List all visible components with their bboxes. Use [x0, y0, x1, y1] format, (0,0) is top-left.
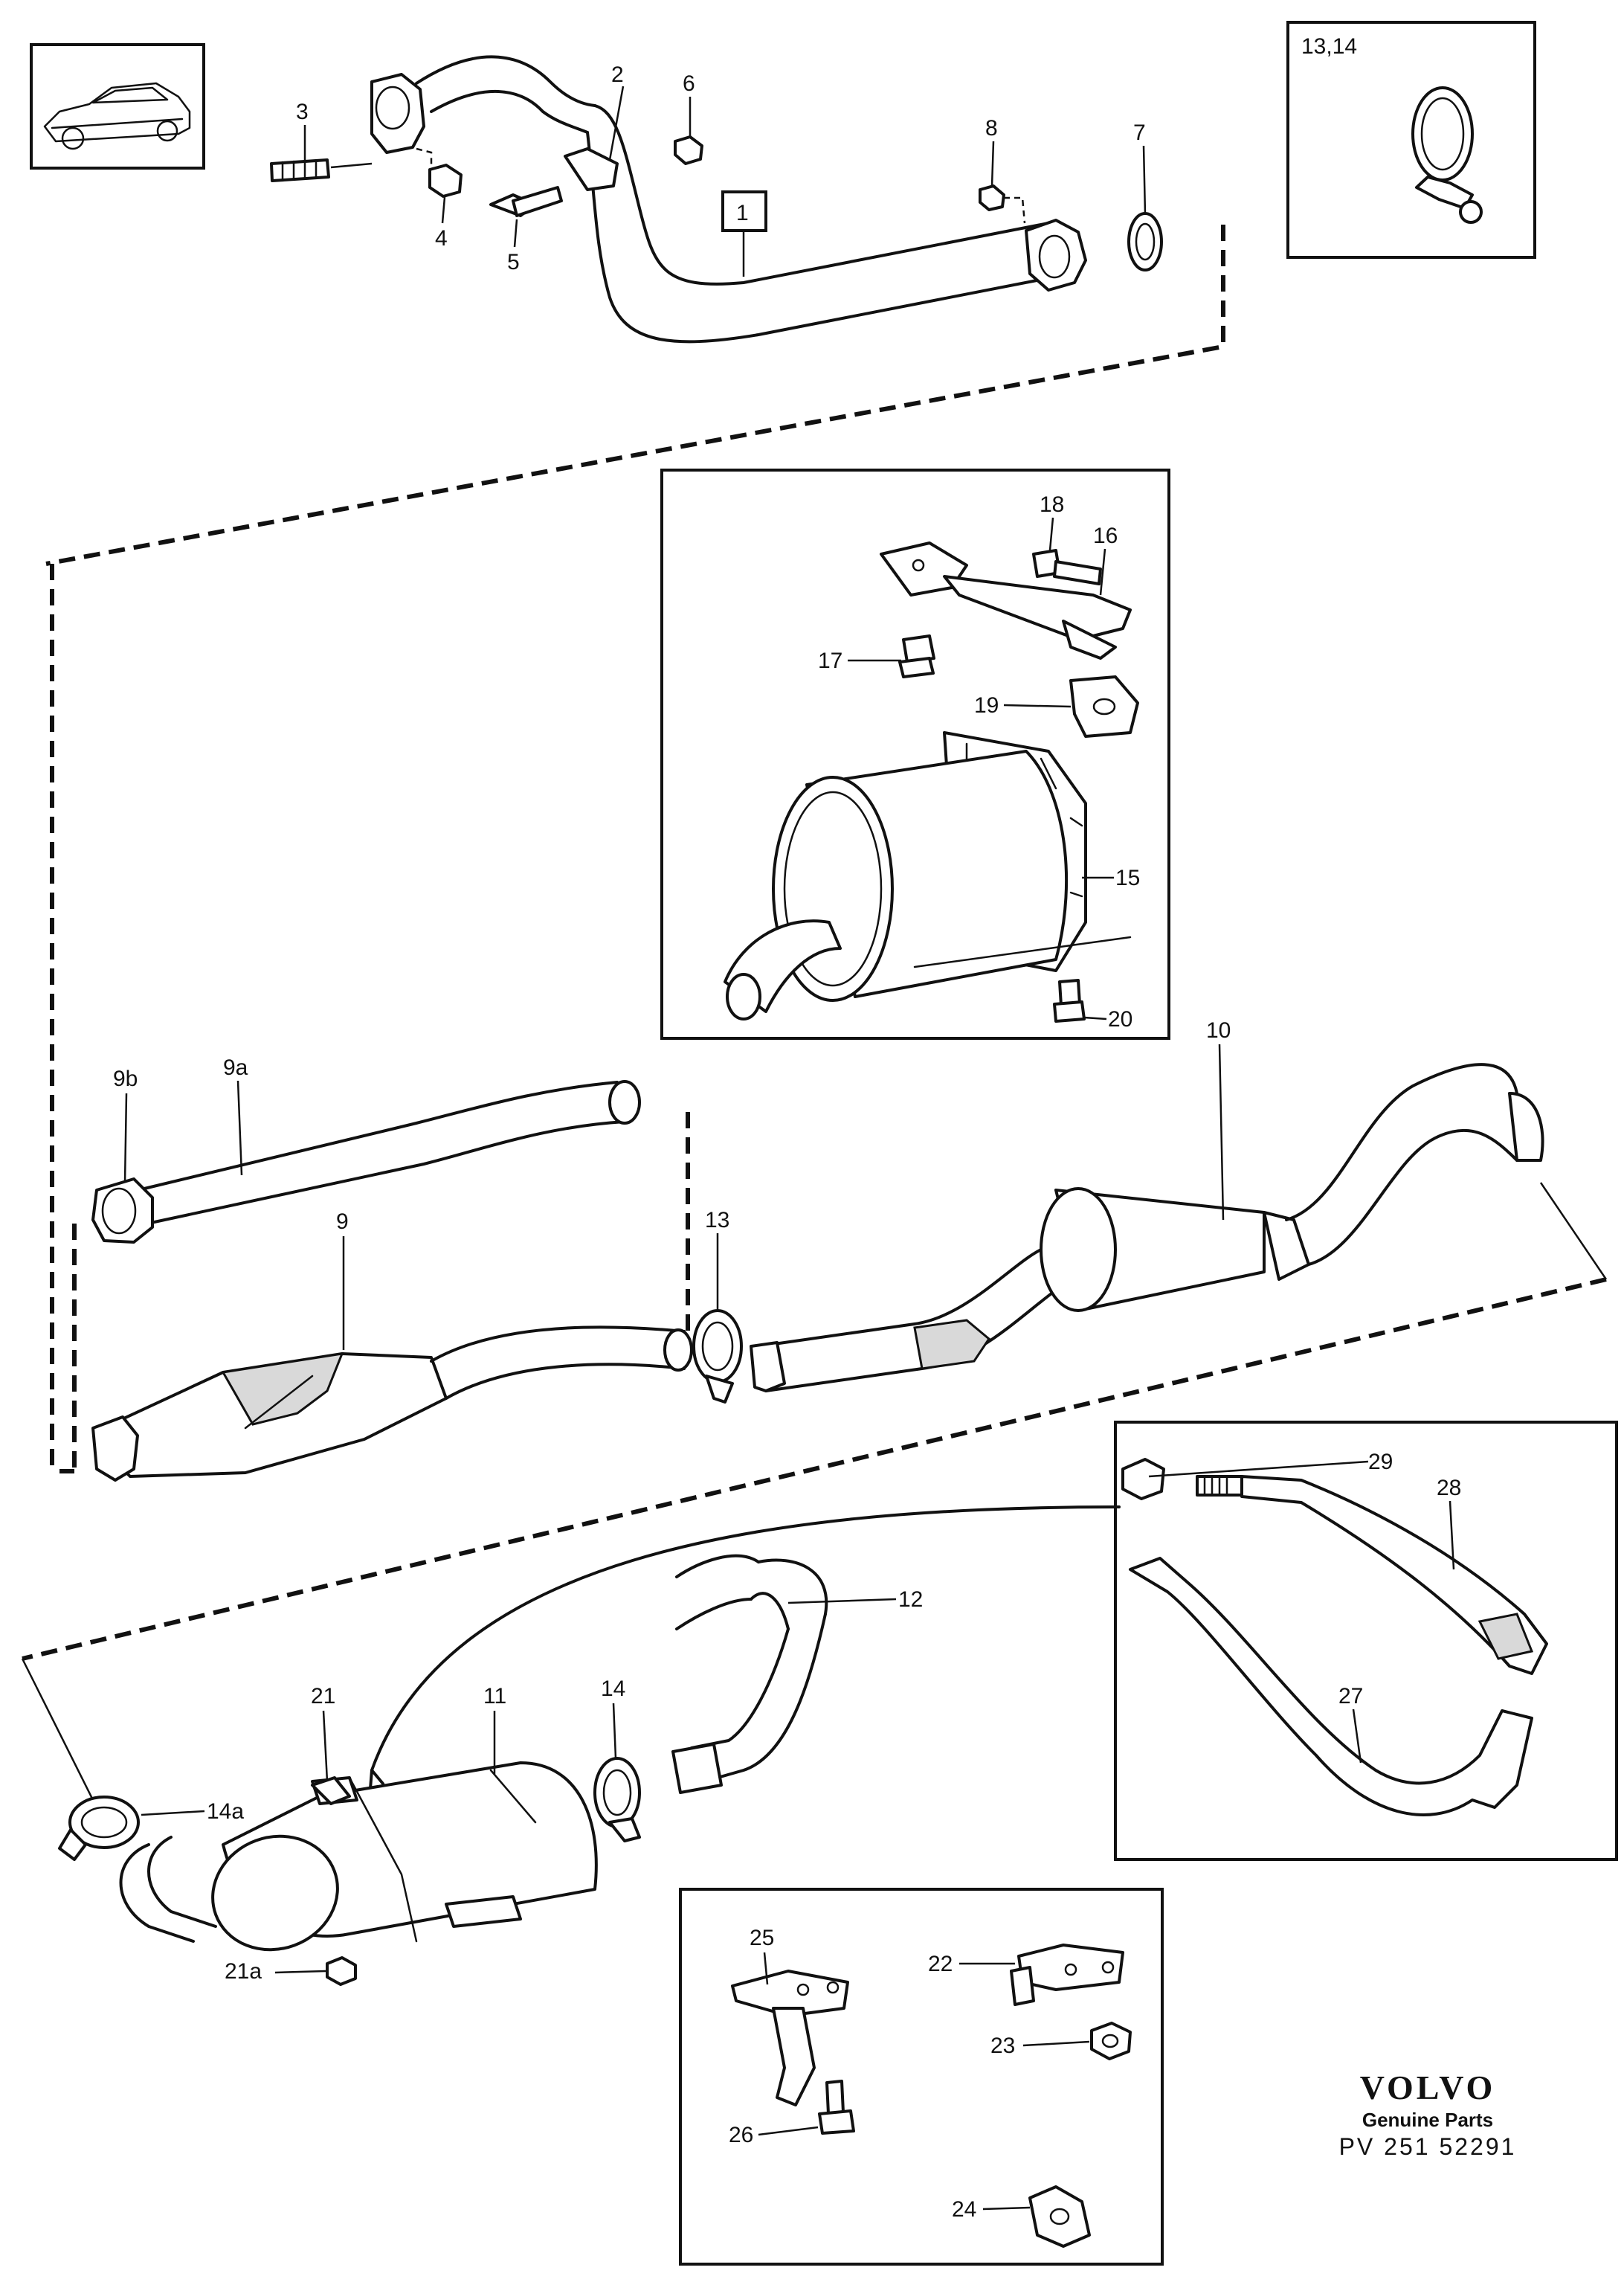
- bolt-18: [1032, 549, 1102, 585]
- label-17: 17: [818, 649, 842, 673]
- intermediate-pipe-9a: [91, 1080, 641, 1244]
- label-20: 20: [1108, 1007, 1132, 1032]
- inset-muffler-brackets: 25 26 22 23 24: [679, 1888, 1164, 2266]
- clamp-14a: [58, 1796, 140, 1861]
- nut-23: [1090, 2022, 1132, 2060]
- label-14a: 14a: [207, 1799, 244, 1824]
- clamp-13: [692, 1309, 743, 1404]
- nut-4: 4: [416, 147, 463, 251]
- clamp-14: [593, 1757, 641, 1842]
- label-23: 23: [990, 2034, 1015, 2058]
- threaded-stud-29: [1196, 1475, 1243, 1497]
- label-9b: 9b: [113, 1067, 138, 1091]
- label-1-box: 1: [721, 190, 767, 277]
- nut-21a: [326, 1956, 357, 1986]
- label-12: 12: [898, 1587, 923, 1612]
- rubber-mount-24: [1028, 2185, 1091, 2248]
- assembly-connector-lines: [21, 225, 1608, 1808]
- label-4: 4: [435, 226, 448, 251]
- label-10: 10: [1206, 1018, 1231, 1043]
- nut-29: [1121, 1458, 1165, 1500]
- label-18: 18: [1040, 492, 1064, 517]
- middle-muffler-11: [119, 1761, 598, 1952]
- pipe-bracket-2: 2: [564, 62, 625, 191]
- bracket-25: [731, 1970, 849, 2106]
- label-15: 15: [1115, 866, 1140, 890]
- label-13-14: 13,14: [1301, 34, 1357, 59]
- bracket-22: [1010, 1944, 1124, 2006]
- label-9: 9: [336, 1209, 349, 1234]
- bolt-5: 5: [489, 186, 563, 274]
- label-2: 2: [611, 62, 624, 87]
- inset-rear-muffler-mount: 18 16 17 19 15 20: [660, 469, 1170, 1040]
- label-21: 21: [311, 1684, 335, 1709]
- label-24: 24: [952, 2197, 976, 2222]
- diagram-code: PV 251 52291: [1338, 2133, 1517, 2160]
- catalytic-converter-9: [91, 1325, 693, 1482]
- label-3: 3: [296, 100, 309, 124]
- bolt-26: [818, 2080, 855, 2135]
- label-19: 19: [974, 693, 999, 718]
- bolt-17: [898, 634, 935, 678]
- label-9a: 9a: [223, 1055, 248, 1080]
- label-29: 29: [1368, 1450, 1393, 1474]
- label-1: 1: [736, 201, 749, 225]
- label-11: 11: [483, 1684, 506, 1709]
- nut-8: 8: [979, 116, 1026, 224]
- inset-clamp-13-14: 13,14: [1286, 21, 1536, 259]
- label-21a: 21a: [225, 1959, 262, 1984]
- volvo-branding: VOLVO Genuine Parts PV 251 52291: [1309, 2068, 1547, 2161]
- screw-20: [1053, 979, 1086, 1023]
- label-8: 8: [985, 116, 998, 141]
- rubber-mount-19: [1069, 675, 1139, 738]
- label-6: 6: [683, 71, 695, 96]
- volvo-logo: VOLVO: [1359, 2069, 1496, 2106]
- hanger-rod-28: [1240, 1475, 1548, 1675]
- mounting-bracket-16: [880, 541, 1132, 660]
- gasket-7: 7: [1127, 120, 1163, 271]
- rear-muffler-10: [750, 1063, 1544, 1392]
- stud-3: 3: [270, 100, 373, 182]
- label-7: 7: [1133, 120, 1146, 145]
- strap-27: [1129, 1557, 1533, 1816]
- label-5: 5: [507, 250, 520, 274]
- nut-6: 6: [674, 71, 703, 165]
- label-16: 16: [1093, 524, 1118, 548]
- label-13: 13: [705, 1208, 729, 1232]
- tail-pipe-12: [671, 1554, 828, 1794]
- label-14: 14: [601, 1677, 625, 1701]
- car-thumbnail: [30, 43, 205, 170]
- label-26: 26: [729, 2123, 753, 2147]
- clamp-13-14-icon: [1411, 86, 1483, 224]
- label-27: 27: [1338, 1684, 1363, 1709]
- brand-subtitle: Genuine Parts: [1362, 2109, 1494, 2131]
- label-22: 22: [928, 1952, 953, 1976]
- label-25: 25: [750, 1926, 774, 1950]
- rear-muffler-canister: [724, 750, 1132, 1020]
- label-28: 28: [1437, 1476, 1461, 1500]
- inset-hanger-strap: 29 28 27: [1114, 1421, 1618, 1861]
